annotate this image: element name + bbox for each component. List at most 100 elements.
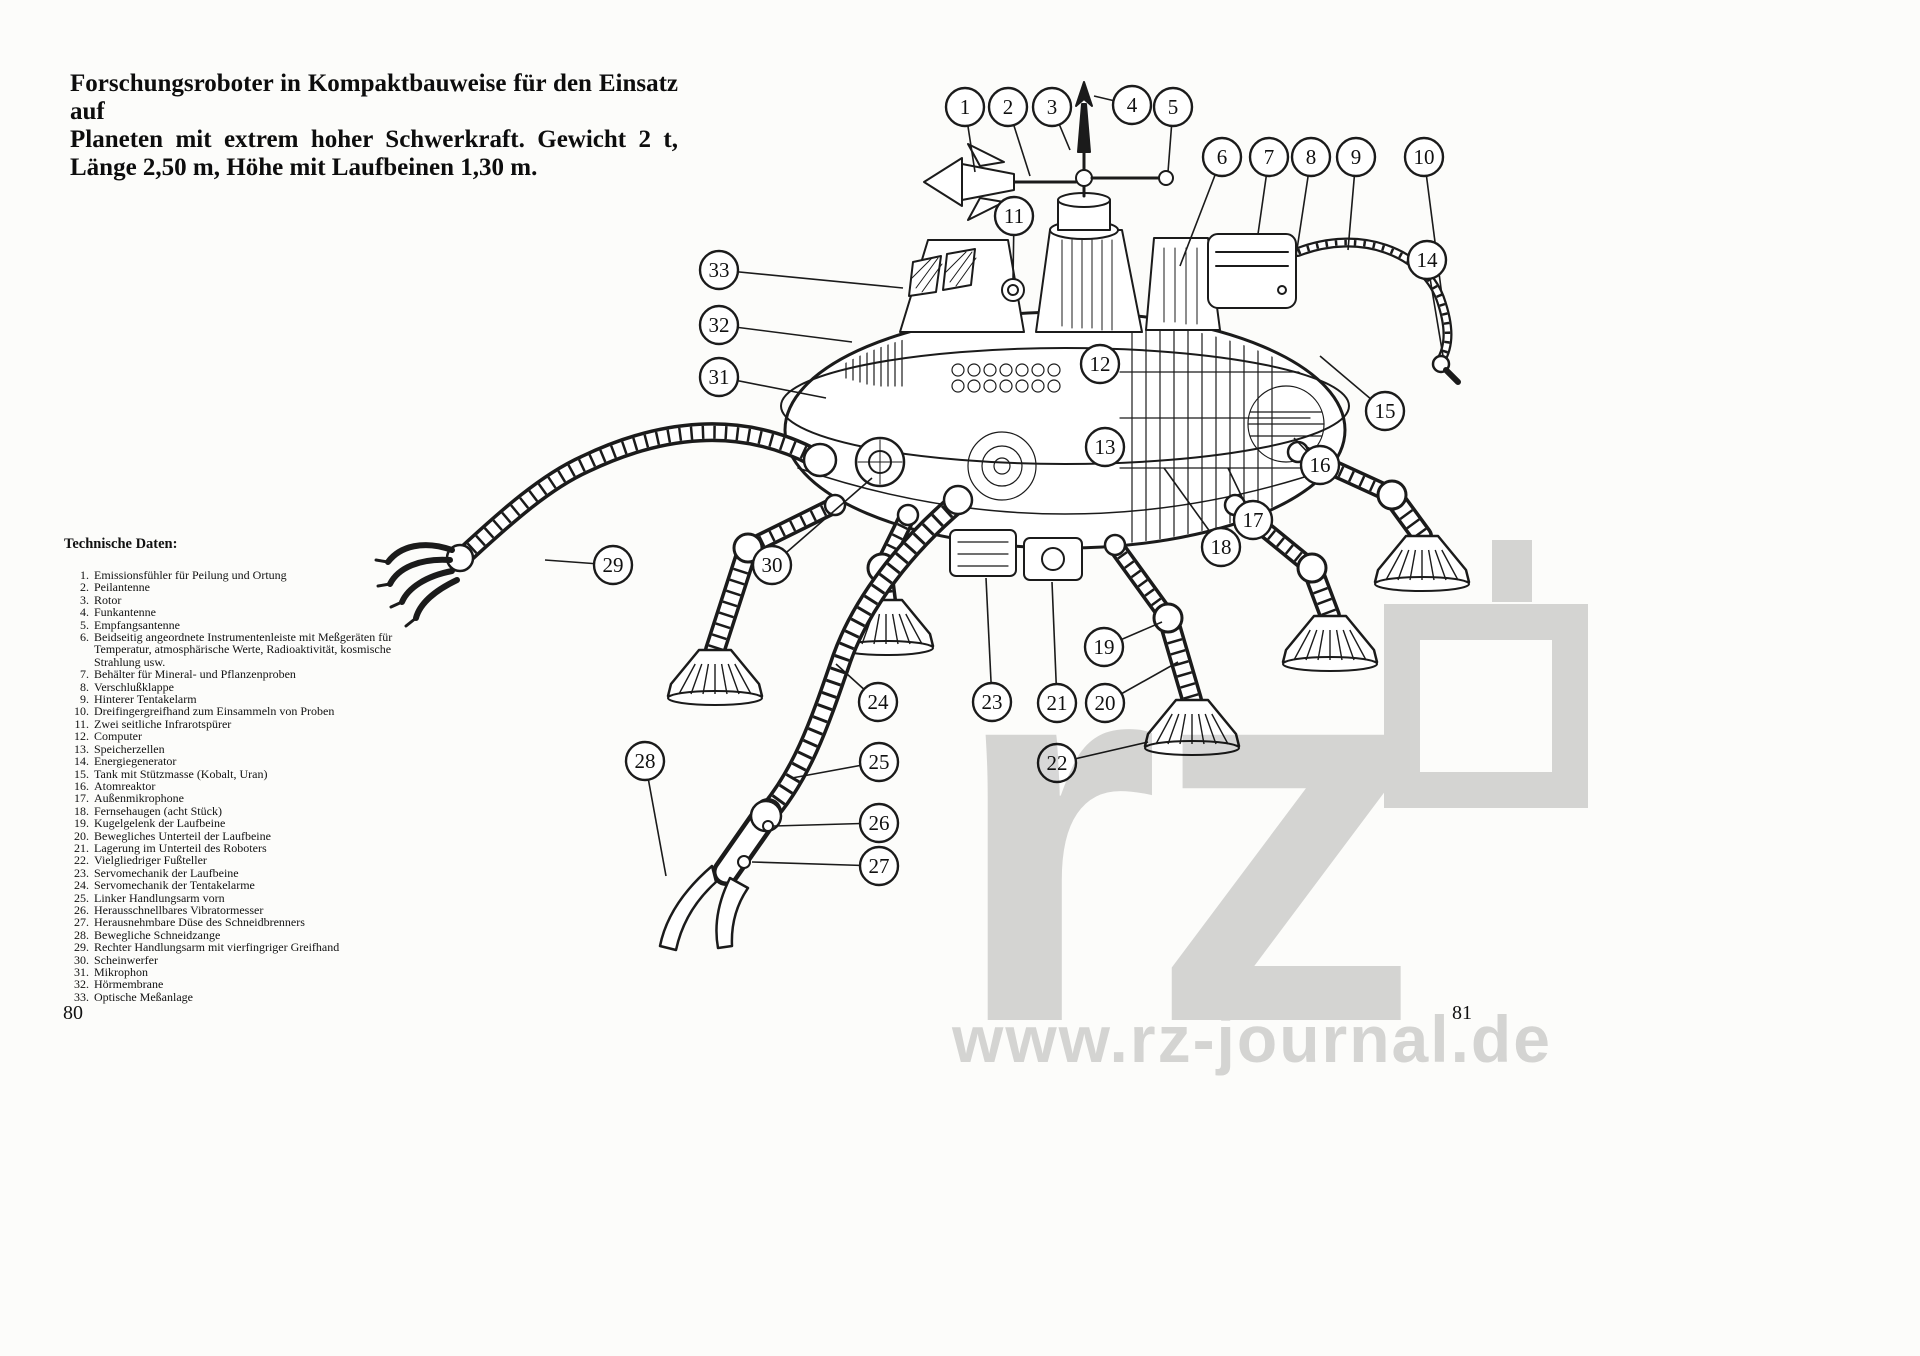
callout-4: 4 <box>1111 84 1153 126</box>
legend-item: 33.Optische Meßanlage <box>74 989 193 1004</box>
svg-text:30: 30 <box>762 553 783 577</box>
callout-7: 7 <box>1248 136 1290 178</box>
callout-13: 13 <box>1084 426 1126 468</box>
callout-8: 8 <box>1290 136 1332 178</box>
tentacle-arms <box>374 422 974 952</box>
legend-item: 8.Verschlußklappe <box>80 679 174 694</box>
legend-item: 4.Funkantenne <box>80 605 156 620</box>
title-line-1: Forschungsroboter in Kompaktbauweise für… <box>70 70 678 125</box>
callout-25: 25 <box>858 741 900 783</box>
svg-text:12: 12 <box>1090 352 1111 376</box>
callout-6: 6 <box>1201 136 1243 178</box>
svg-text:6: 6 <box>1217 145 1228 169</box>
svg-text:13: 13 <box>1095 435 1116 459</box>
legend-item: 21.Lagerung im Unterteil des Roboters <box>74 840 267 855</box>
legend-item: 1.Emissionsfühler für Peilung und Ortung <box>80 568 287 582</box>
legend-heading: Technische Daten: <box>64 536 178 552</box>
callout-20: 20 <box>1084 682 1126 724</box>
legend-item: 5.Empfangsantenne <box>80 617 180 632</box>
svg-text:8: 8 <box>1306 145 1317 169</box>
legend-item: 9.Hinterer Tentakelarm <box>80 692 197 707</box>
svg-text:27: 27 <box>869 854 890 878</box>
svg-text:7: 7 <box>1264 145 1275 169</box>
svg-text:32: 32 <box>709 313 730 337</box>
svg-text:4: 4 <box>1127 93 1138 117</box>
legend-item: 29.Rechter Handlungsarm mit vierfingrige… <box>74 940 340 955</box>
callout-10: 10 <box>1403 136 1445 178</box>
callout-5: 5 <box>1152 86 1194 128</box>
svg-text:5: 5 <box>1168 95 1179 119</box>
callout-12: 12 <box>1079 343 1121 385</box>
legend-item: 25.Linker Handlungsarm vorn <box>74 890 225 905</box>
callout-23: 23 <box>971 681 1013 723</box>
legend-item: 22.Vielgliedriger Fußteller <box>74 853 207 868</box>
servo-mechanics <box>949 529 1083 581</box>
svg-text:15: 15 <box>1375 399 1396 423</box>
legend-item: 11.Zwei seitliche Infrarotspürer <box>74 716 232 731</box>
svg-text:14: 14 <box>1417 248 1439 272</box>
right-gripper-arm <box>374 422 838 628</box>
callout-19: 19 <box>1083 626 1125 668</box>
antenna-mast <box>923 81 1174 240</box>
svg-text:25: 25 <box>869 750 890 774</box>
svg-text:23: 23 <box>982 690 1003 714</box>
legend-item: 31.Mikrophon <box>74 965 148 979</box>
cutting-claw-jaw-right <box>715 876 750 950</box>
interior-machinery <box>845 329 1325 546</box>
callout-16: 16 <box>1299 444 1341 486</box>
svg-text:24: 24 <box>868 690 890 714</box>
legend-item: 15.Tank mit Stützmasse (Kobalt, Uran) <box>74 766 268 781</box>
legend-item: 10.Dreifingergreifhand zum Einsammeln vo… <box>74 704 335 719</box>
legend-item: 18.Fernsehaugen (acht Stück) <box>74 803 222 818</box>
legend-item: 19.Kugelgelenk der Laufbeine <box>74 816 226 831</box>
legend-item: 28.Bewegliche Schneidzange <box>74 927 221 942</box>
svg-text:17: 17 <box>1243 508 1264 532</box>
rear-tentacle-cable <box>1293 237 1461 385</box>
page-title: Forschungsroboter in Kompaktbauweise für… <box>70 70 678 182</box>
page-number-left: 80 <box>63 1002 83 1024</box>
legend-item: 24.Servomechanik der Tentakelarme <box>74 878 255 893</box>
legend-item: 17.Außenmikrophone <box>74 791 184 806</box>
cutting-claw-jaw-left <box>658 864 718 952</box>
main-hull <box>780 310 1350 550</box>
vibrator-knife <box>762 820 774 832</box>
callout-17: 17 <box>1232 499 1274 541</box>
callout-11: 11 <box>993 195 1035 237</box>
upper-cabin <box>899 229 1297 333</box>
svg-text:26: 26 <box>869 811 890 835</box>
callout-26: 26 <box>858 802 900 844</box>
callout-29: 29 <box>592 544 634 586</box>
svg-text:16: 16 <box>1310 453 1331 477</box>
legend-item: 23.Servomechanik der Laufbeine <box>74 865 239 880</box>
svg-text:2: 2 <box>1003 95 1014 119</box>
legend-item: 20.Bewegliches Unterteil der Laufbeine <box>74 828 271 843</box>
legend-item: 6.Beidseitig angeordnete Instrumentenlei… <box>80 630 393 669</box>
title-line-2: Planeten mit extrem hoher Schwerkraft. G… <box>70 126 678 153</box>
svg-text:10: 10 <box>1414 145 1435 169</box>
legend-item: 32.Hörmembrane <box>74 977 164 992</box>
svg-text:1: 1 <box>960 95 971 119</box>
legend-item: 12.Computer <box>74 729 142 744</box>
infrared-sensor <box>1001 278 1025 302</box>
legend-item: 14.Energiegenerator <box>74 754 177 769</box>
legend-item: 2.Peilantenne <box>80 580 150 595</box>
svg-text:28: 28 <box>635 749 656 773</box>
callout-32: 32 <box>698 304 740 346</box>
legend-item: 30.Scheinwerfer <box>74 952 158 967</box>
legend-item: 7.Behälter für Mineral- und Pflanzenprob… <box>80 667 296 682</box>
front-cutter-arm <box>658 484 974 952</box>
callout-30: 30 <box>751 544 793 586</box>
svg-text:20: 20 <box>1095 691 1116 715</box>
svg-text:9: 9 <box>1351 145 1362 169</box>
legend-item: 3.Rotor <box>80 592 122 607</box>
svg-text:31: 31 <box>709 365 730 389</box>
legend-list: 1.Emissionsfühler für Peilung und Ortung… <box>64 568 412 1004</box>
callout-33: 33 <box>698 249 740 291</box>
svg-text:3: 3 <box>1047 95 1058 119</box>
page-number-right: 81 <box>1452 1002 1472 1024</box>
robot-illustration <box>780 81 1461 581</box>
title-line-3: Länge 2,50 m, Höhe mit Laufbeinen 1,30 m… <box>70 154 538 181</box>
legend-item: 26.Herausschnellbares Vibratormesser <box>74 902 264 917</box>
